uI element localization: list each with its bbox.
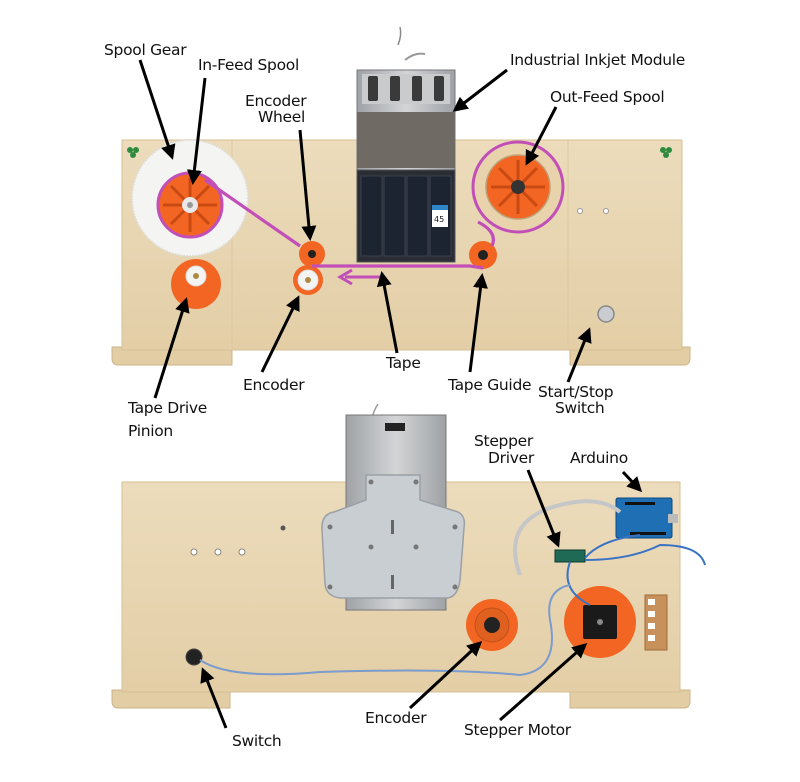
tape-path xyxy=(204,178,495,270)
inkjet-module-back xyxy=(321,403,466,611)
inkjet-module: 45 xyxy=(356,26,456,263)
label-stepper-motor: Stepper Motor xyxy=(464,721,572,739)
label-tape-drive-pinion-1: Tape Drive xyxy=(127,399,207,417)
top-view: 45 Spool Gear In-Feed Spool Encoder Whee… xyxy=(104,26,691,440)
label-encoder-bottom: Encoder xyxy=(365,709,427,727)
label-start-stop-1: Start/Stop xyxy=(538,383,613,401)
arrows-bottom xyxy=(200,469,643,729)
label-tape-drive-pinion-2: Pinion xyxy=(128,422,173,440)
left-foot xyxy=(111,346,233,366)
label-start-stop-2: Switch xyxy=(555,399,604,417)
arrows-top xyxy=(138,59,592,399)
label-switch: Switch xyxy=(232,732,281,750)
start-stop-switch[interactable] xyxy=(597,305,615,323)
label-encoder-wheel-2: Wheel xyxy=(258,108,305,126)
left-foot xyxy=(111,689,231,709)
label-industrial-inkjet-module: Industrial Inkjet Module xyxy=(510,51,685,69)
wires xyxy=(513,499,622,576)
shamrock-icon xyxy=(127,147,139,158)
stepper-motor xyxy=(564,586,636,658)
right-foot xyxy=(569,346,691,366)
mounting-plate xyxy=(321,474,466,599)
label-out-feed-spool: Out-Feed Spool xyxy=(550,88,664,106)
switch[interactable] xyxy=(185,648,203,666)
stepper-driver xyxy=(554,549,586,563)
encoder-bottom xyxy=(466,599,518,651)
arduino-board xyxy=(615,497,678,539)
label-stepper-driver-2: Driver xyxy=(488,449,535,467)
bottom-view: Stepper Driver Arduino Switch Encoder St… xyxy=(111,403,706,750)
cartridge-label: 45 xyxy=(434,215,444,224)
label-encoder-wheel-1: Encoder xyxy=(245,92,307,110)
label-stepper-driver-1: Stepper xyxy=(474,432,534,450)
label-tape: Tape xyxy=(385,354,421,372)
label-arduino: Arduino xyxy=(570,449,628,467)
label-in-feed-spool: In-Feed Spool xyxy=(198,56,299,74)
label-spool-gear: Spool Gear xyxy=(104,41,187,59)
label-tape-guide: Tape Guide xyxy=(447,376,531,394)
right-foot xyxy=(569,689,691,709)
label-encoder: Encoder xyxy=(243,376,305,394)
shamrock-icon xyxy=(660,147,672,158)
